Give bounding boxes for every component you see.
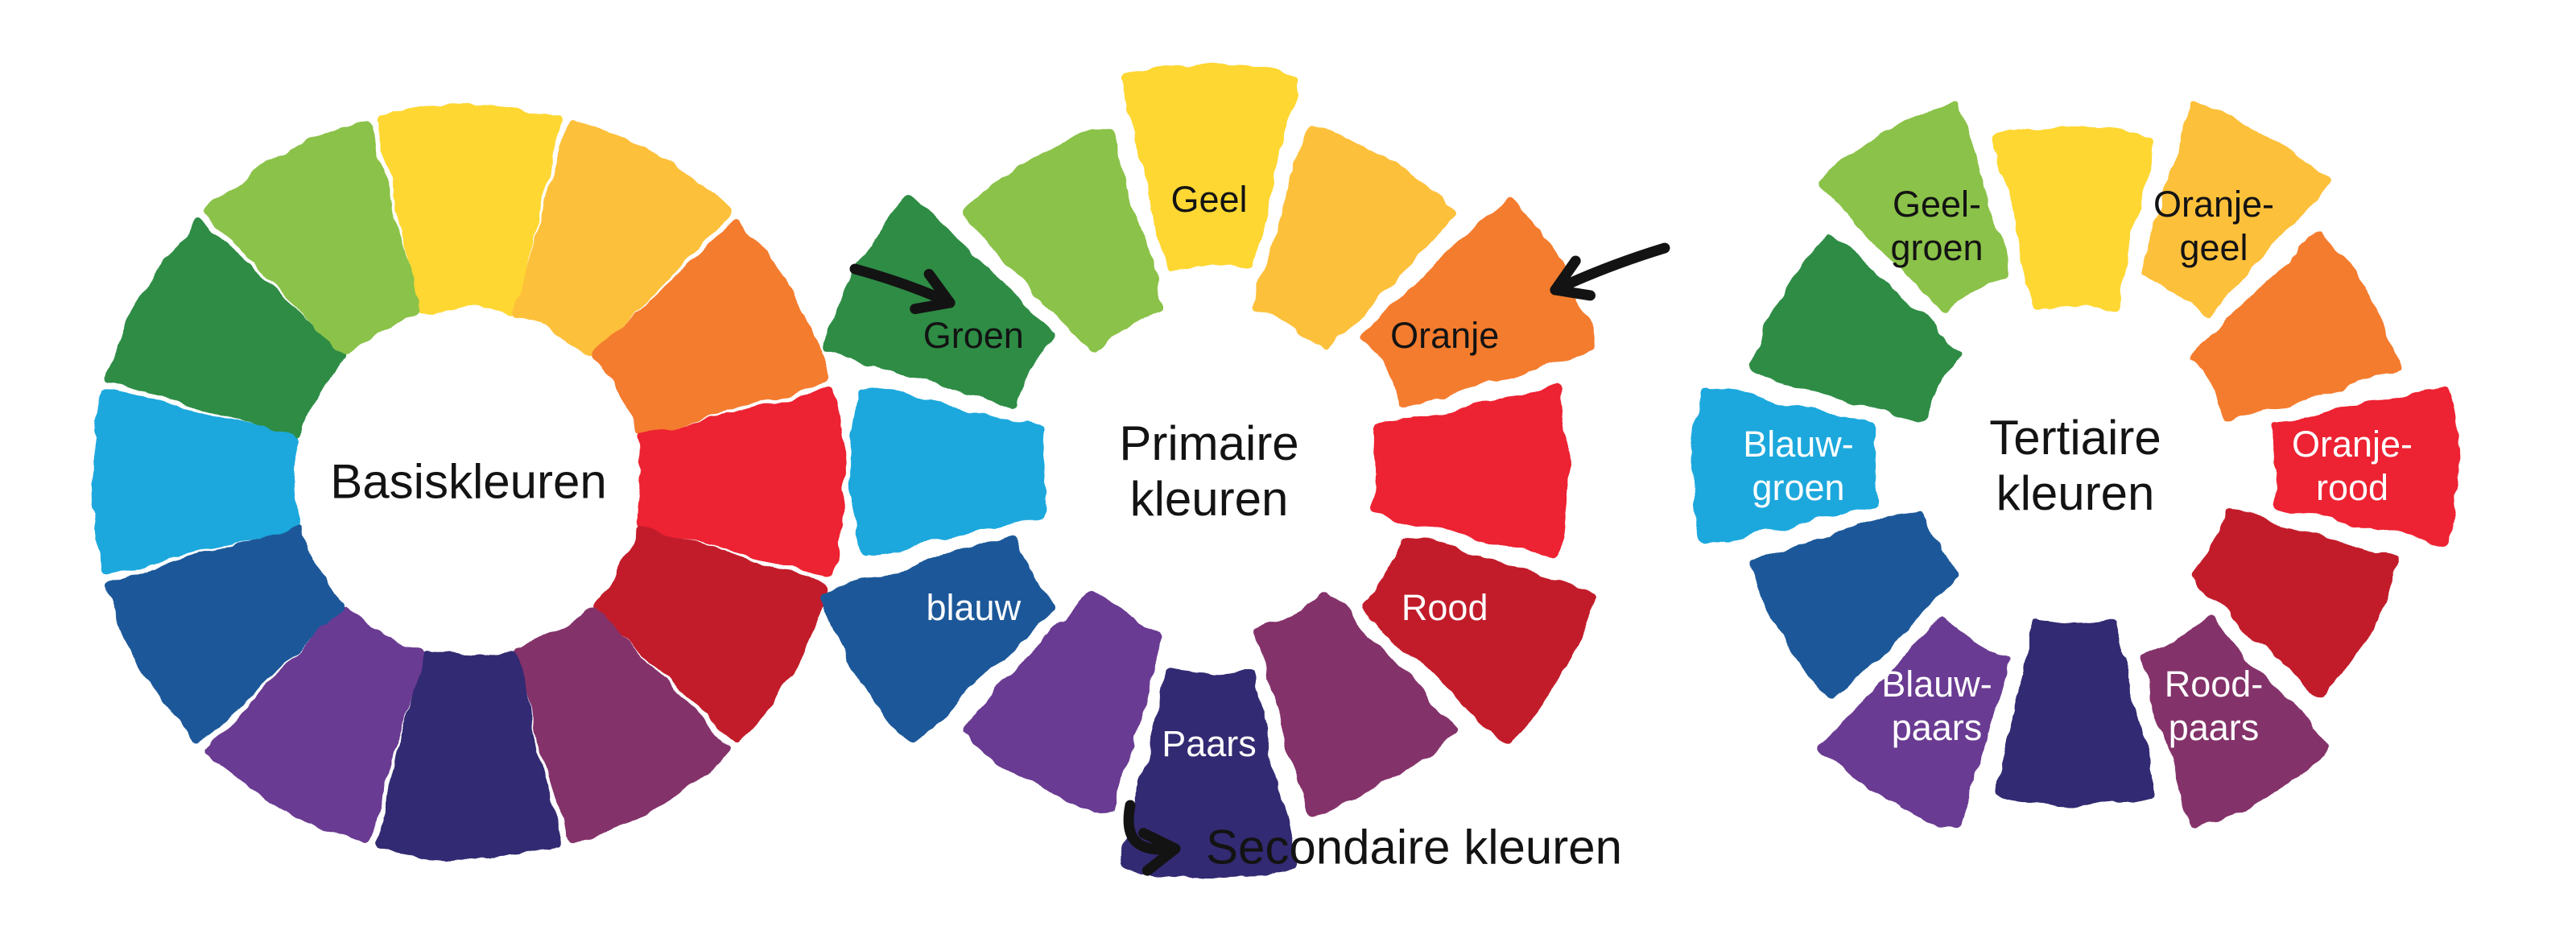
- wheel-title-line: Tertiaire: [1989, 411, 2161, 465]
- label-primaire-kleuren-paars: Paars: [1162, 723, 1257, 764]
- segment-basiskleuren-rood-paars: [514, 606, 731, 844]
- segment-primaire-kleuren-oranje: [1361, 197, 1596, 407]
- segment-basiskleuren-oranje-rood: [637, 388, 845, 575]
- segment-basiskleuren-rood: [592, 527, 831, 744]
- arrow-to-oranje: [1550, 242, 1670, 296]
- wheel-tertiaire-kleuren: [1692, 102, 2458, 829]
- segment-basiskleuren-blauw-paars: [206, 606, 423, 844]
- segment-basiskleuren-geel-groen: [206, 119, 423, 358]
- segment-basiskleuren-groen: [106, 219, 345, 436]
- segment-basiskleuren-geel: [375, 105, 562, 313]
- secondary-colors-label: Secondaire kleuren: [1206, 820, 1623, 875]
- segment-basiskleuren-blauw-groen: [92, 388, 300, 575]
- label-tertiaire-kleuren-blauw-paars: Blauw-paars: [1881, 663, 1992, 747]
- segment-tertiaire-kleuren-paars: [1995, 618, 2156, 805]
- label-primaire-kleuren-groen: Groen: [923, 315, 1024, 356]
- segment-primaire-kleuren-blauw: [822, 535, 1057, 745]
- segment-primaire-kleuren-oranje-rood: [1370, 385, 1569, 557]
- segment-tertiaire-kleuren-blauw-groen: [1692, 385, 1879, 546]
- arrow-paars-to-secondaire-head: [1138, 828, 1181, 876]
- label-primaire-kleuren-geel: Geel: [1170, 179, 1247, 220]
- annotation-arrows: [849, 242, 1670, 876]
- label-tertiaire-kleuren-oranje-geel: Oranje-geel: [2153, 184, 2274, 268]
- wheel-title-primaire-kleuren: Primaire kleuren: [1119, 416, 1298, 527]
- segment-basiskleuren-blauw: [106, 527, 345, 744]
- segment-tertiaire-kleuren-geel: [1995, 126, 2156, 312]
- label-primaire-kleuren-blauw: blauw: [927, 587, 1022, 628]
- segment-tertiaire-kleuren-oranje: [2189, 232, 2401, 423]
- segment-tertiaire-kleuren-rood: [2189, 508, 2401, 699]
- segment-tertiaire-kleuren-oranje-geel: [2140, 102, 2330, 314]
- segment-primaire-kleuren-rood-paars: [1253, 590, 1457, 816]
- segment-tertiaire-kleuren-groen: [1750, 232, 1962, 423]
- arrow-to-groen-head: [910, 268, 956, 315]
- segment-basiskleuren-paars: [375, 650, 562, 858]
- arrow-to-oranje-head: [1550, 255, 1596, 301]
- segment-tertiaire-kleuren-rood-paars: [2140, 617, 2330, 829]
- label-primaire-kleuren-oranje: Oranje: [1390, 315, 1499, 356]
- label-primaire-kleuren-rood: Rood: [1402, 587, 1488, 628]
- arrow-paars-to-secondaire: [1123, 800, 1181, 855]
- wheel-title-tertiaire-kleuren: Tertiaire kleuren: [1989, 410, 2161, 521]
- wheel-basiskleuren: [92, 105, 845, 858]
- label-tertiaire-kleuren-rood-paars: Rood-paars: [2165, 663, 2264, 747]
- segment-primaire-kleuren-oranje-geel: [1253, 126, 1457, 352]
- segment-primaire-kleuren-geel: [1121, 63, 1298, 271]
- segment-basiskleuren-oranje-geel: [514, 119, 731, 358]
- label-tertiaire-kleuren-blauw-groen: Blauw-groen: [1743, 424, 1854, 508]
- segment-tertiaire-kleuren-oranje-rood: [2272, 385, 2458, 546]
- wheel-title-line: Primaire: [1119, 416, 1299, 470]
- segment-primaire-kleuren-rood: [1361, 535, 1596, 745]
- segment-primaire-kleuren-paars: [1121, 671, 1298, 879]
- segment-primaire-kleuren-blauw-paars: [961, 590, 1165, 816]
- wheel-title-basiskleuren: Basiskleuren: [330, 454, 607, 510]
- label-tertiaire-kleuren-oranje-rood: Oranje-rood: [2292, 424, 2413, 508]
- segment-primaire-kleuren-blauw-groen: [849, 385, 1048, 557]
- wheel-title-line: Basiskleuren: [330, 454, 607, 509]
- segment-tertiaire-kleuren-blauw: [1750, 508, 1962, 699]
- label-tertiaire-kleuren-geel-groen: Geel-groen: [1890, 184, 1983, 268]
- wheel-title-line: kleuren: [1996, 466, 2155, 520]
- wheel-title-line: kleuren: [1129, 472, 1289, 526]
- segment-tertiaire-kleuren-geel-groen: [1820, 102, 2011, 314]
- segment-primaire-kleuren-geel-groen: [961, 126, 1165, 352]
- segment-basiskleuren-oranje: [592, 219, 831, 436]
- wheel-primaire-kleuren: [822, 63, 1596, 879]
- segment-tertiaire-kleuren-blauw-paars: [1820, 617, 2011, 829]
